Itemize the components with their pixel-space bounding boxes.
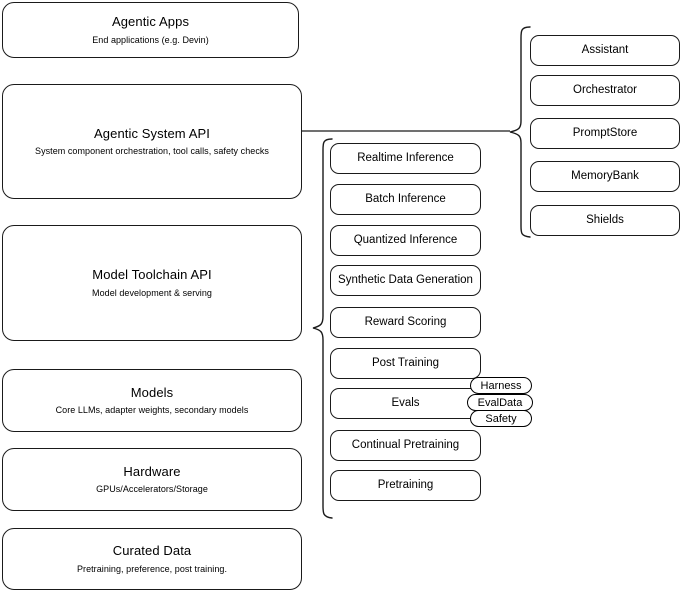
evals-subcomponent-harness[interactable]: Harness [470, 377, 532, 394]
pill-label: Harness [480, 379, 522, 392]
node-label: PromptStore [572, 127, 638, 140]
node-label: Assistant [581, 44, 629, 57]
toolchain-node-batch-inference[interactable]: Batch Inference [330, 184, 481, 215]
evals-subcomponent-safety[interactable]: Safety [470, 410, 532, 427]
node-label: Orchestrator [573, 84, 637, 97]
layer-title: Hardware [123, 463, 181, 479]
layer-title: Models [130, 384, 174, 400]
stack-layer-hardware[interactable]: Hardware GPUs/Accelerators/Storage [2, 448, 302, 511]
system-node-orchestrator[interactable]: Orchestrator [530, 75, 680, 106]
toolchain-node-pretraining[interactable]: Pretraining [330, 470, 481, 501]
stack-layer-model-toolchain-api[interactable]: Model Toolchain API Model development & … [2, 225, 302, 341]
stack-layer-agentic-apps[interactable]: Agentic Apps End applications (e.g. Devi… [2, 2, 299, 58]
layer-subtitle: Pretraining, preference, post training. [76, 563, 228, 574]
layer-subtitle: GPUs/Accelerators/Storage [96, 484, 208, 494]
toolchain-node-realtime-inference[interactable]: Realtime Inference [330, 143, 481, 174]
system-node-memorybank[interactable]: MemoryBank [530, 161, 680, 192]
brace-toolchain-components [312, 138, 334, 520]
layer-title: Curated Data [112, 543, 192, 559]
layer-subtitle: Model development & serving [92, 287, 212, 298]
evals-subcomponent-evaldata[interactable]: EvalData [467, 394, 533, 411]
node-label: Pretraining [377, 479, 434, 492]
toolchain-node-evals[interactable]: Evals [330, 388, 481, 419]
layer-title: Agentic Apps [111, 14, 190, 30]
toolchain-node-reward-scoring[interactable]: Reward Scoring [330, 307, 481, 338]
system-node-assistant[interactable]: Assistant [530, 35, 680, 66]
layer-subtitle: Core LLMs, adapter weights, secondary mo… [55, 405, 249, 415]
node-label: Post Training [371, 357, 440, 370]
node-label: Evals [391, 397, 420, 410]
system-node-shields[interactable]: Shields [530, 205, 680, 236]
system-node-promptstore[interactable]: PromptStore [530, 118, 680, 149]
node-label: Quantized Inference [353, 234, 458, 247]
toolchain-node-synthetic-data-generation[interactable]: Synthetic Data Generation [330, 265, 481, 296]
stack-layer-models[interactable]: Models Core LLMs, adapter weights, secon… [2, 369, 302, 432]
connector-system-api-to-components [302, 120, 527, 144]
layer-subtitle: System component orchestration, tool cal… [35, 146, 269, 156]
stack-layer-curated-data[interactable]: Curated Data Pretraining, preference, po… [2, 528, 302, 590]
node-label: MemoryBank [571, 170, 639, 183]
layer-title: Agentic System API [94, 125, 210, 141]
brace-system-components [508, 26, 532, 238]
toolchain-node-post-training[interactable]: Post Training [330, 348, 481, 379]
layer-title: Model Toolchain API [92, 267, 212, 283]
toolchain-node-quantized-inference[interactable]: Quantized Inference [330, 225, 481, 256]
toolchain-node-continual-pretraining[interactable]: Continual Pretraining [330, 430, 481, 461]
node-label: Synthetic Data Generation [338, 274, 473, 287]
stack-layer-agentic-system-api[interactable]: Agentic System API System component orch… [2, 84, 302, 199]
node-label: Continual Pretraining [351, 439, 460, 452]
layer-subtitle: End applications (e.g. Devin) [92, 34, 209, 45]
node-label: Reward Scoring [364, 316, 447, 329]
node-label: Batch Inference [365, 193, 446, 206]
pill-label: EvalData [477, 396, 523, 409]
node-label: Shields [586, 214, 624, 227]
node-label: Realtime Inference [357, 152, 454, 165]
pill-label: Safety [485, 412, 517, 425]
